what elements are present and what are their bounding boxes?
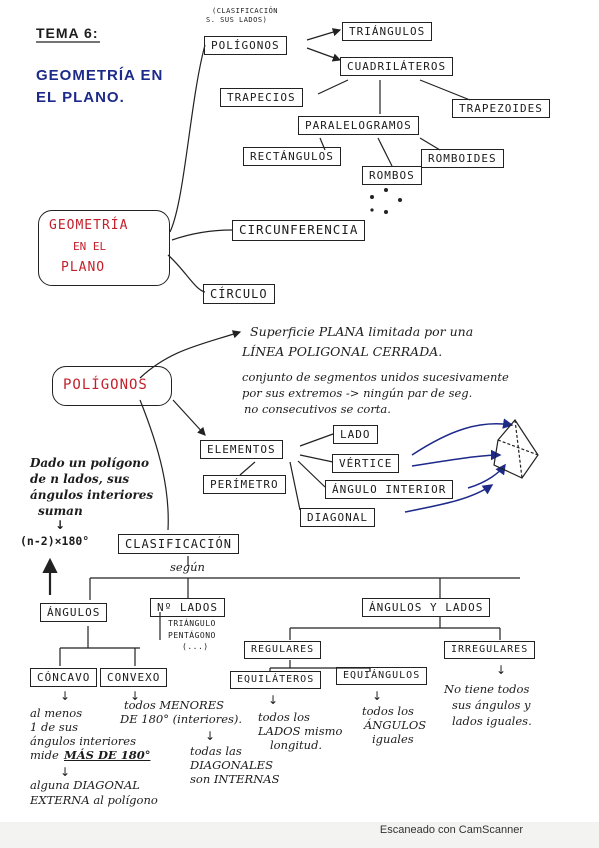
convexo-note-1: todos MENORES bbox=[124, 698, 224, 712]
nota-line-2: de n lados, sus bbox=[30, 472, 130, 486]
node-angulo-interior: ÁNGULO INTERIOR bbox=[325, 480, 454, 499]
convexo-arrow-2: ↓ bbox=[205, 729, 216, 743]
footer-watermark: Escaneado con CamScanner bbox=[379, 824, 523, 836]
nota-arrow: ↓ bbox=[55, 518, 66, 532]
node-no-lados: Nº LADOS bbox=[150, 598, 225, 617]
concavo-note-6: EXTERNA al polígono bbox=[30, 793, 158, 807]
etc-label: (...) bbox=[182, 642, 209, 651]
segun-label: según bbox=[170, 560, 205, 574]
equia-arrow: ↓ bbox=[372, 689, 383, 703]
equil-note-3: longitud. bbox=[270, 738, 323, 752]
concavo-arrow: ↓ bbox=[60, 689, 71, 703]
root-line-1: GEOMETRÍA bbox=[49, 218, 129, 233]
triangulo-label: TRIÁNGULO bbox=[168, 619, 216, 628]
node-concavo: CÓNCAVO bbox=[30, 668, 98, 687]
node-convexo: CONVEXO bbox=[100, 668, 168, 687]
node-angulos-y-lados: ÁNGULOS Y LADOS bbox=[362, 598, 491, 617]
clasificacion-note-2: S. SUS LADOS) bbox=[206, 16, 268, 24]
node-rectangulos: RECTÁNGULOS bbox=[243, 147, 341, 166]
irreg-note-3: lados iguales. bbox=[452, 714, 532, 728]
definicion-line-3: conjunto de segmentos unidos sucesivamen… bbox=[242, 370, 509, 384]
node-perimetro: PERÍMETRO bbox=[203, 475, 286, 494]
concavo-note-1: al menos bbox=[30, 706, 83, 720]
definicion-line-5: no consecutivos se corta. bbox=[244, 402, 391, 416]
node-trapecios: TRAPECIOS bbox=[220, 88, 303, 107]
node-elementos: ELEMENTOS bbox=[200, 440, 283, 459]
node-clasificacion: CLASIFICACIÓN bbox=[118, 534, 239, 554]
nota-line-4: suman bbox=[38, 504, 83, 518]
equil-arrow: ↓ bbox=[268, 693, 279, 707]
equia-note-2: ÁNGULOS bbox=[364, 718, 427, 732]
tema-title: TEMA 6: bbox=[36, 25, 99, 41]
concavo-note-3: ángulos interiores bbox=[30, 734, 137, 748]
equil-note-2: LADOS mismo bbox=[258, 724, 343, 738]
node-regulares: REGULARES bbox=[244, 641, 322, 659]
subject-line-2: EL PLANO. bbox=[36, 89, 125, 106]
poligonos-node: POLÍGONOS bbox=[52, 366, 172, 406]
definicion-line-1: Superficie PLANA limitada por una bbox=[250, 324, 474, 339]
formula: (n-2)×180° bbox=[20, 534, 90, 548]
concavo-note-4: mide bbox=[30, 748, 59, 762]
node-circunferencia: CIRCUNFERENCIA bbox=[232, 220, 366, 241]
node-vertice: VÉRTICE bbox=[332, 454, 400, 473]
convexo-note-4: DIAGONALES bbox=[190, 758, 273, 772]
concavo-note-2: 1 de sus bbox=[30, 720, 79, 734]
pentagono-label: PENTÁGONO bbox=[168, 631, 216, 640]
polygon-sketch bbox=[493, 419, 539, 479]
node-trapezoides: TRAPEZOIDES bbox=[452, 99, 550, 118]
equia-note-3: iguales bbox=[372, 732, 414, 746]
convexo-arrow: ↓ bbox=[130, 689, 141, 703]
node-diagonal: DIAGONAL bbox=[300, 508, 375, 527]
concavo-arrow-2: ↓ bbox=[60, 765, 71, 779]
irreg-note-1: No tiene todos bbox=[444, 682, 530, 696]
node-poligonos: POLÍGONOS bbox=[204, 36, 287, 55]
definicion-line-2: LÍNEA POLIGONAL CERRADA. bbox=[242, 344, 443, 359]
concavo-note-4b: MÁS DE 180° bbox=[64, 748, 151, 762]
node-lado: LADO bbox=[333, 425, 378, 444]
node-romboides: ROMBOIDES bbox=[421, 149, 504, 168]
clasificacion-note-1: (CLASIFICACIÓN bbox=[212, 7, 279, 15]
nota-line-3: ángulos interiores bbox=[30, 488, 154, 502]
concavo-note-5: alguna DIAGONAL bbox=[30, 778, 140, 792]
nota-line-1: Dado un polígono bbox=[30, 456, 150, 470]
node-paralelogramos: PARALELOGRAMOS bbox=[298, 116, 419, 135]
equia-note-1: todos los bbox=[362, 704, 414, 718]
node-cuadrilateros: CUADRILÁTEROS bbox=[340, 57, 454, 76]
convexo-note-3: todas las bbox=[190, 744, 242, 758]
poligonos-label: POLÍGONOS bbox=[63, 377, 148, 393]
notebook-page bbox=[0, 0, 599, 822]
footer-strip bbox=[0, 822, 599, 848]
subject-line-1: GEOMETRÍA EN bbox=[36, 67, 164, 84]
definicion-line-4: por sus extremos -> ningún par de seg. bbox=[242, 386, 473, 400]
node-angulos: ÁNGULOS bbox=[40, 603, 108, 622]
irreg-arrow: ↓ bbox=[496, 663, 507, 677]
node-irregulares: IRREGULARES bbox=[444, 641, 536, 659]
node-triangulos: TRIÁNGULOS bbox=[342, 22, 433, 41]
root-line-2: EN EL bbox=[73, 240, 107, 253]
node-equilateros: EQUILÁTEROS bbox=[230, 671, 322, 689]
node-rombos: ROMBOS bbox=[362, 166, 422, 185]
equil-note-1: todos los bbox=[258, 710, 310, 724]
convexo-note-2: DE 180° (interiores). bbox=[120, 712, 243, 726]
node-circulo: CÍRCULO bbox=[203, 284, 275, 304]
node-equiangulos: EQUIÁNGULOS bbox=[336, 667, 428, 685]
convexo-note-5: son INTERNAS bbox=[190, 772, 280, 786]
irreg-note-2: sus ángulos y bbox=[452, 698, 531, 712]
root-node: GEOMETRÍA EN EL PLANO bbox=[38, 210, 170, 286]
root-line-3: PLANO bbox=[61, 260, 106, 275]
